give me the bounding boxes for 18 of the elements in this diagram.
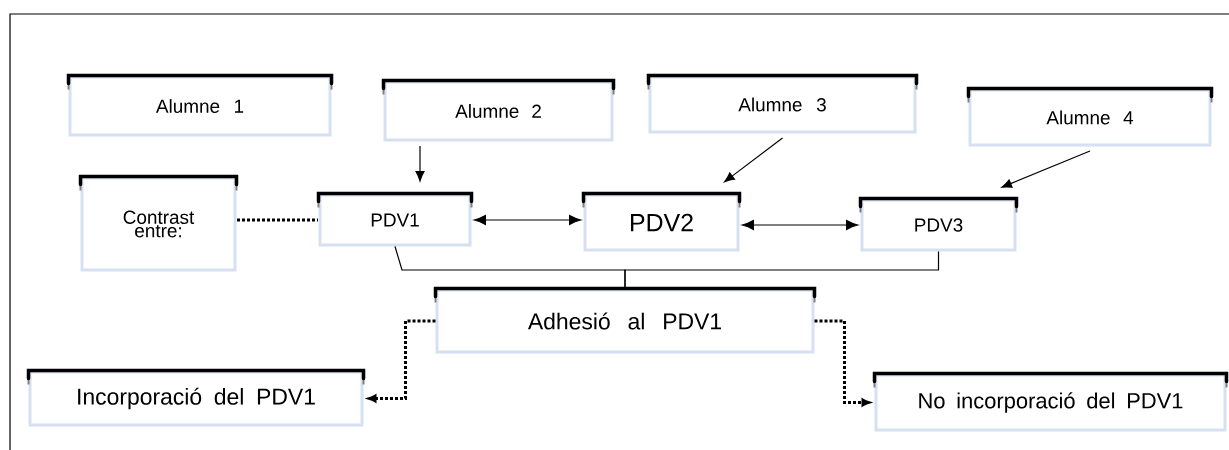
text-box: PDV2	[581, 191, 742, 252]
text-box: Contrast entre:	[78, 174, 239, 272]
arrow	[724, 137, 784, 183]
arrow	[367, 319, 436, 403]
text-box: Alumne 3	[646, 73, 919, 134]
text-box: PDV3	[858, 196, 1019, 252]
arrow	[473, 214, 582, 225]
text-box: PDV1	[316, 191, 474, 247]
arrow	[415, 145, 425, 182]
arrow	[741, 219, 859, 230]
text-box: Alumne 4	[966, 86, 1214, 147]
arrow	[814, 319, 871, 407]
text-box: Adhesió al PDV1	[433, 286, 817, 354]
text-box: Alumne 1	[66, 73, 334, 137]
text-box: Incorporació del PDV1	[26, 368, 366, 427]
arrow	[1001, 150, 1091, 188]
text-box: Alumne 2	[381, 78, 616, 142]
text-box: No incorporació del PDV1	[872, 371, 1229, 432]
